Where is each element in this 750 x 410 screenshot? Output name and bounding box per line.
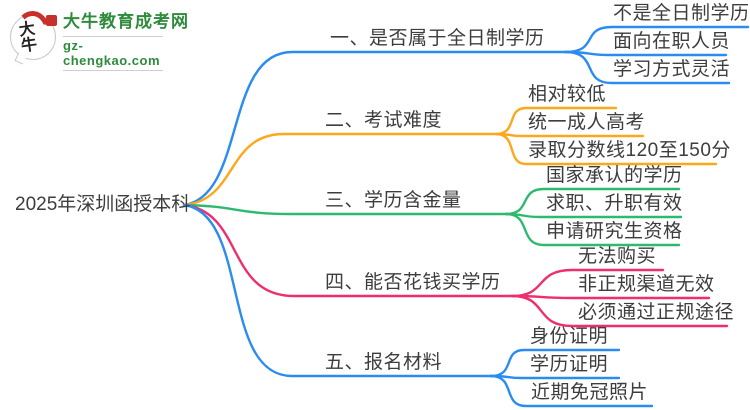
branch-1-child-1-line	[563, 25, 750, 54]
branch-5-child-2-line	[489, 374, 621, 380]
branch-1-line	[182, 50, 567, 207]
branch-1-child-3: 学习方式灵活	[613, 59, 731, 80]
branch-3-child-3: 申请研究生资格	[546, 221, 683, 242]
branch-5-child-3-line	[489, 374, 654, 408]
branch-5-label: 五、报名材料	[325, 352, 443, 373]
branch-4-line	[182, 203, 514, 298]
branch-3-child-2-line	[504, 212, 683, 219]
branch-2-label: 二、考试难度	[325, 110, 443, 131]
branch-2-child-1: 相对较低	[528, 84, 607, 105]
logo-text-block: 大牛教育成考网 gz-chengkao.com	[63, 10, 189, 71]
branch-1-child-3-line	[563, 50, 731, 85]
branch-1-child-2: 面向在职人员	[613, 31, 731, 52]
branch-4-child-2: 非正规渠道无效	[578, 274, 715, 295]
seal-red-stamp-icon	[46, 15, 57, 26]
branch-2-line	[182, 132, 498, 207]
branch-1-child-1: 不是全日制学历	[613, 3, 750, 24]
root-topic: 2025年深圳函授本科	[15, 194, 191, 215]
branch-3-child-2: 求职、升职有效	[546, 193, 683, 214]
branch-1-label: 一、是否属于全日制学历	[330, 28, 545, 49]
branch-5-child-2: 学历证明	[530, 354, 609, 375]
branch-3-label: 三、学历含金量	[325, 190, 462, 211]
branch-3-child-1: 国家承认的学历	[546, 165, 683, 186]
branch-5-child-3: 近期免冠照片	[531, 382, 649, 403]
site-logo: 大牛 大牛教育成考网 gz-chengkao.com	[10, 9, 189, 71]
branch-2-child-2-line	[494, 132, 645, 138]
branch-4-child-3-line	[510, 294, 729, 328]
seal-characters: 大牛	[17, 18, 39, 56]
branch-5-child-1: 身份证明	[530, 326, 609, 347]
branch-3-child-3-line	[504, 212, 681, 247]
branch-2-child-3: 录取分数线120至150分	[528, 140, 731, 161]
branch-2-child-3-line	[494, 132, 718, 166]
branch-4-label: 四、能否花钱买学历	[325, 272, 501, 293]
logo-title: 大牛教育成考网	[63, 12, 189, 31]
logo-url: gz-chengkao.com	[63, 36, 163, 71]
branch-4-child-3: 必须通过正规途径	[578, 302, 735, 323]
branch-1-child-2-line	[563, 50, 728, 57]
branch-3-line	[182, 203, 508, 216]
logo-seal-icon: 大牛	[10, 9, 57, 65]
branch-4-child-1-line	[510, 268, 665, 298]
branch-5-line	[182, 203, 493, 378]
branch-4-child-1: 无法购买	[578, 246, 657, 267]
branch-4-child-2-line	[510, 294, 711, 300]
branch-2-child-2: 统一成人高考	[528, 112, 646, 133]
